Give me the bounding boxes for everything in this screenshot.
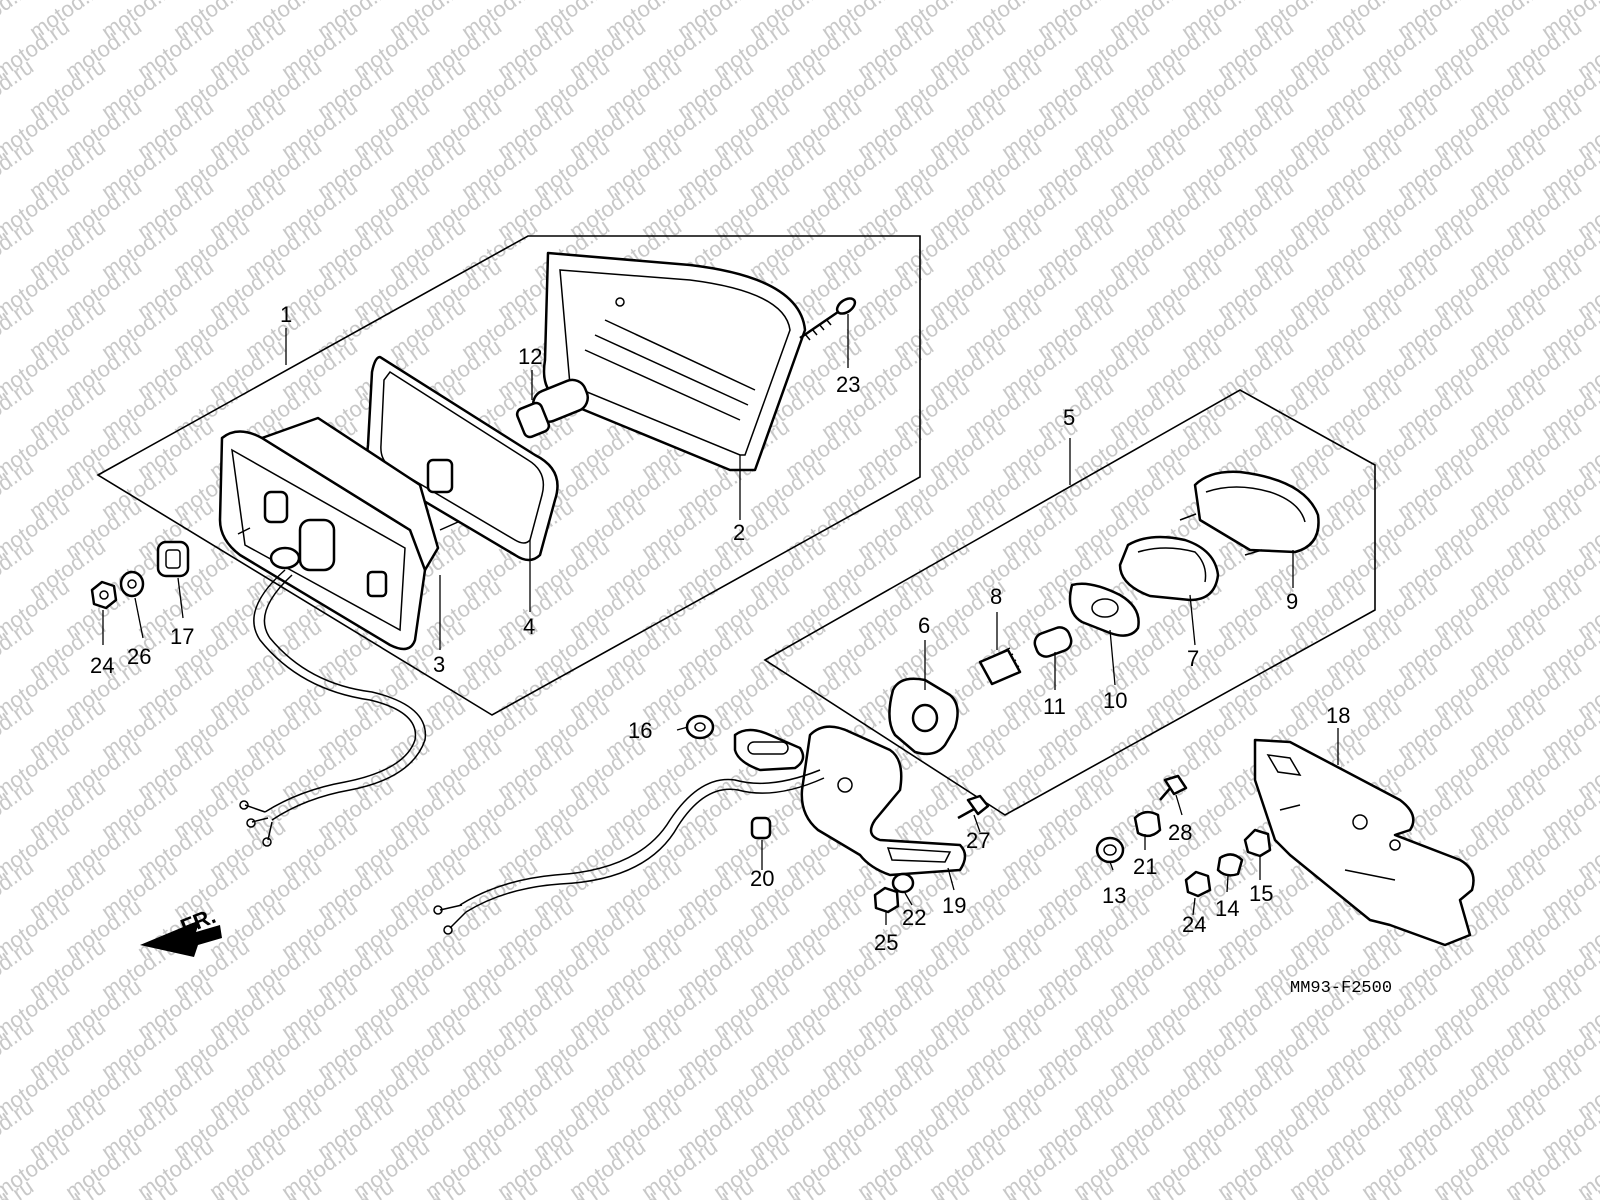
callout-18: 18 [1326,703,1350,728]
washer [119,570,145,598]
callout-15: 15 [1249,881,1273,906]
callout-3: 3 [433,652,445,677]
collar-16 [685,714,715,740]
tail-light-lens [542,251,807,472]
callout-21: 21 [1133,854,1157,879]
callout-28: 28 [1168,820,1192,845]
diagram-code: MM93-F2500 [1290,979,1392,998]
collar-22 [891,872,915,894]
callout-25: 25 [874,930,898,955]
callout-17: 17 [170,624,194,649]
collar-20 [750,816,772,840]
callout-5: 5 [1063,405,1075,430]
callout-7: 7 [1187,646,1199,671]
callout-24-right: 24 [1182,912,1206,937]
callout-26: 26 [127,644,151,669]
flange-nut [90,580,118,610]
nut-24-right [1184,870,1212,898]
nut-15 [1243,828,1272,858]
callout-16: 16 [628,718,652,743]
callout-19: 19 [942,893,966,918]
callout-11: 11 [1043,694,1066,719]
callout-27: 27 [966,828,990,853]
collar-21 [1133,810,1162,838]
rubber-mount-13 [1095,836,1125,864]
callout-24-left: 24 [90,653,114,678]
callout-4: 4 [523,614,535,639]
watermark-text: motod.ru [1573,0,1600,4]
callout-1: 1 [280,302,292,327]
callout-12: 12 [518,344,542,369]
grommet [156,540,190,578]
nut-25 [873,886,900,914]
callout-13: 13 [1102,883,1126,908]
callout-6: 6 [918,613,930,638]
callout-23: 23 [836,372,860,397]
callout-8: 8 [990,584,1002,609]
callout-22: 22 [902,905,926,930]
callout-2: 2 [733,520,745,545]
collar-14 [1216,853,1244,877]
callout-20: 20 [750,866,774,891]
callout-9: 9 [1286,589,1298,614]
callout-10: 10 [1103,688,1127,713]
callout-14: 14 [1215,896,1239,921]
